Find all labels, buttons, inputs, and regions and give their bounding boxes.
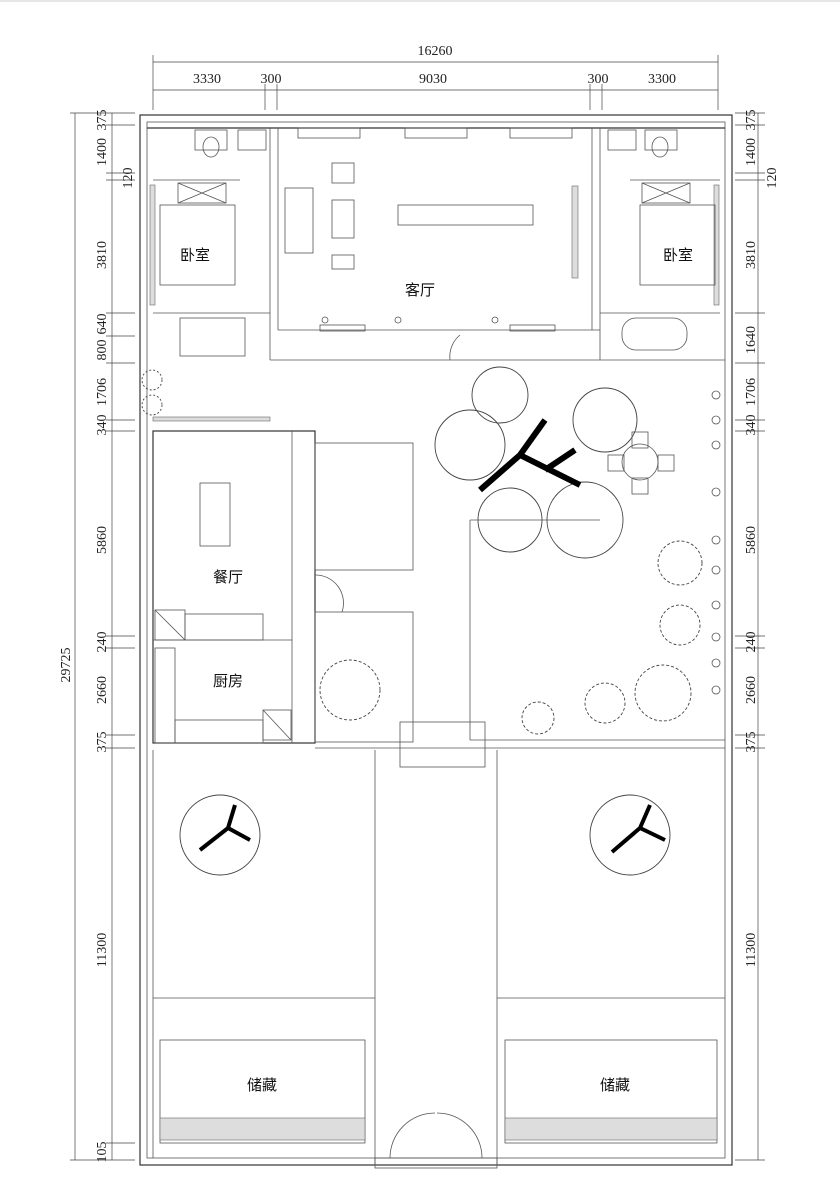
dim-right: 1400 [744,138,759,166]
dim-left: 640 [95,314,110,335]
dim-left: 5860 [95,526,110,554]
room-bedroom-right: 卧室 [663,246,693,264]
dim-left: 1706 [95,378,110,406]
dim-top: 3330 [193,72,221,87]
room-bedroom-left: 卧室 [180,246,210,264]
room-labels: 卧室 卧室 客厅 餐厅 厨房 储藏 储藏 [180,246,693,1094]
dim-left: 105 [95,1142,110,1163]
dim-top-total: 16260 [418,44,453,59]
room-kitchen: 厨房 [213,672,243,690]
large-tree-icon [434,366,638,559]
dim-right: 5860 [744,526,759,554]
dim-left: 340 [95,415,110,436]
left-dimensions: 29725 375 1400 120 3810 640 800 1706 340… [59,110,136,1163]
dim-right: 1706 [744,378,759,406]
dim-right: 340 [744,415,759,436]
dim-top: 9030 [419,72,447,87]
dim-left: 2660 [95,676,110,704]
room-living: 客厅 [405,281,435,299]
dim-right: 120 [765,168,780,189]
dim-right: 240 [744,632,759,653]
dim-top: 300 [588,72,609,87]
room-storage-right: 储藏 [600,1076,630,1094]
dim-right: 2660 [744,676,759,704]
dim-top: 3300 [648,72,676,87]
dim-left: 120 [121,168,136,189]
dim-left: 1400 [95,138,110,166]
dim-left: 375 [95,732,110,753]
dim-left-total: 29725 [59,648,74,683]
room-storage-left: 储藏 [247,1076,277,1094]
dim-top: 300 [261,72,282,87]
room-dining: 餐厅 [213,568,243,586]
dim-right: 11300 [744,933,759,967]
dim-left: 240 [95,632,110,653]
dim-left: 11300 [95,933,110,967]
dim-left: 3810 [95,241,110,269]
dim-left: 800 [95,340,110,361]
right-dimensions: 375 1400 120 3810 1640 1706 340 5860 240… [735,110,780,1161]
dim-right: 1640 [744,326,759,354]
dim-left: 375 [95,110,110,131]
tree-icon [141,369,703,876]
walls [139,114,733,1169]
dim-right: 375 [744,110,759,131]
dim-right: 3810 [744,241,759,269]
dim-right: 375 [744,732,759,753]
patio-table [607,431,675,495]
top-dimensions: 16260 3330 300 9030 300 3300 [152,44,719,110]
